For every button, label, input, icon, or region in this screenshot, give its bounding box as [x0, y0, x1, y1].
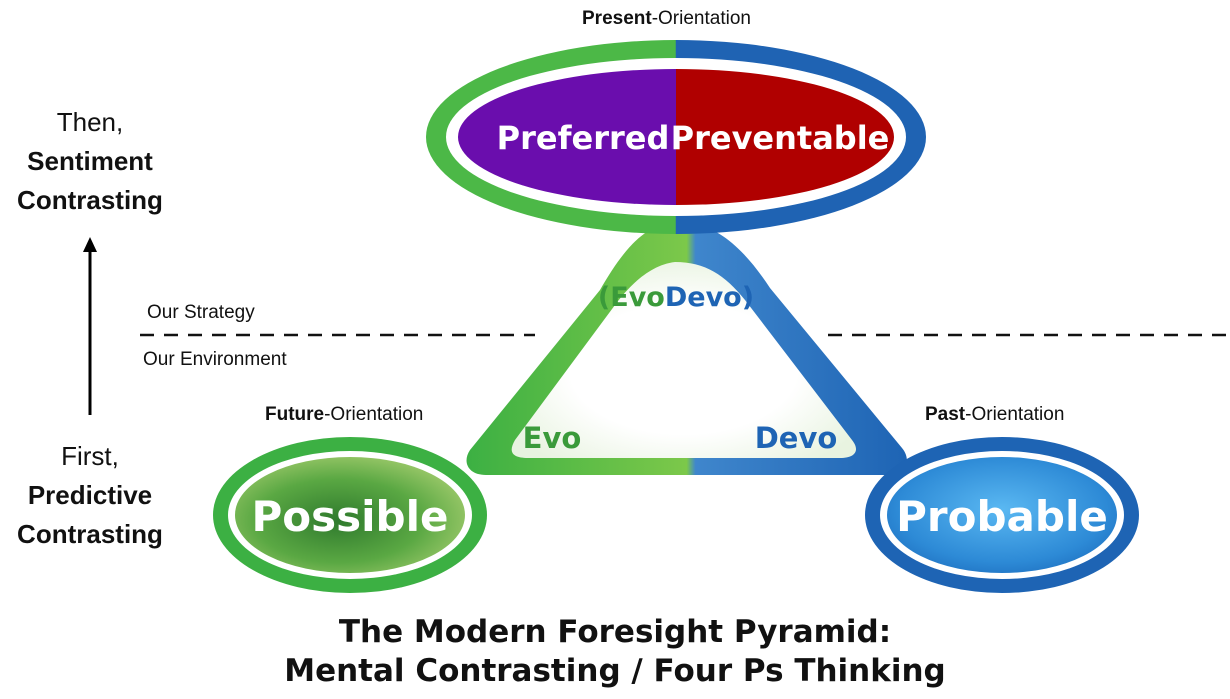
predictive-label: Predictive	[27, 480, 153, 510]
our-strategy-label: Our Strategy	[147, 302, 255, 323]
contrasting-label-top: Contrasting	[17, 185, 163, 215]
evodevo-devo: Devo	[665, 282, 742, 313]
then-sentiment-contrasting: Then, Sentiment Contrasting	[0, 103, 180, 220]
probable-label: Probable	[896, 492, 1108, 541]
past-orientation-label: Past-Orientation	[925, 404, 1065, 425]
probable-oval-fill	[887, 457, 1117, 573]
pyramid-inner	[511, 262, 856, 458]
title-line-2: Mental Contrasting / Four Ps Thinking	[284, 653, 946, 689]
evodevo-close-paren: )	[742, 282, 754, 313]
evodevo-evo: Evo	[610, 282, 665, 313]
sentiment-label: Sentiment	[27, 146, 153, 176]
then-label: Then,	[56, 107, 124, 137]
evodevo-label: (EvoDevo)	[598, 282, 754, 313]
evo-corner-label: Evo	[523, 421, 582, 455]
evodevo-open-paren: (	[598, 282, 610, 313]
title-line-1: The Modern Foresight Pyramid:	[338, 614, 892, 650]
present-orientation-label: Present-Orientation	[582, 8, 751, 29]
preventable-label: Preventable	[671, 119, 890, 157]
up-arrow-head	[83, 237, 97, 252]
diagram-title: The Modern Foresight Pyramid: Mental Con…	[0, 613, 1230, 691]
possible-oval-fill	[235, 457, 465, 573]
possible-label: Possible	[252, 492, 449, 541]
preferred-label: Preferred	[497, 119, 670, 157]
devo-corner-label: Devo	[755, 421, 838, 455]
our-environment-label: Our Environment	[143, 349, 287, 370]
contrasting-label-bottom: Contrasting	[17, 519, 163, 549]
first-predictive-contrasting: First, Predictive Contrasting	[0, 437, 180, 554]
future-orientation-label: Future-Orientation	[265, 404, 424, 425]
first-label: First,	[61, 441, 119, 471]
foresight-pyramid-diagram: Preferred Preventable Possible Probable …	[83, 40, 1228, 593]
